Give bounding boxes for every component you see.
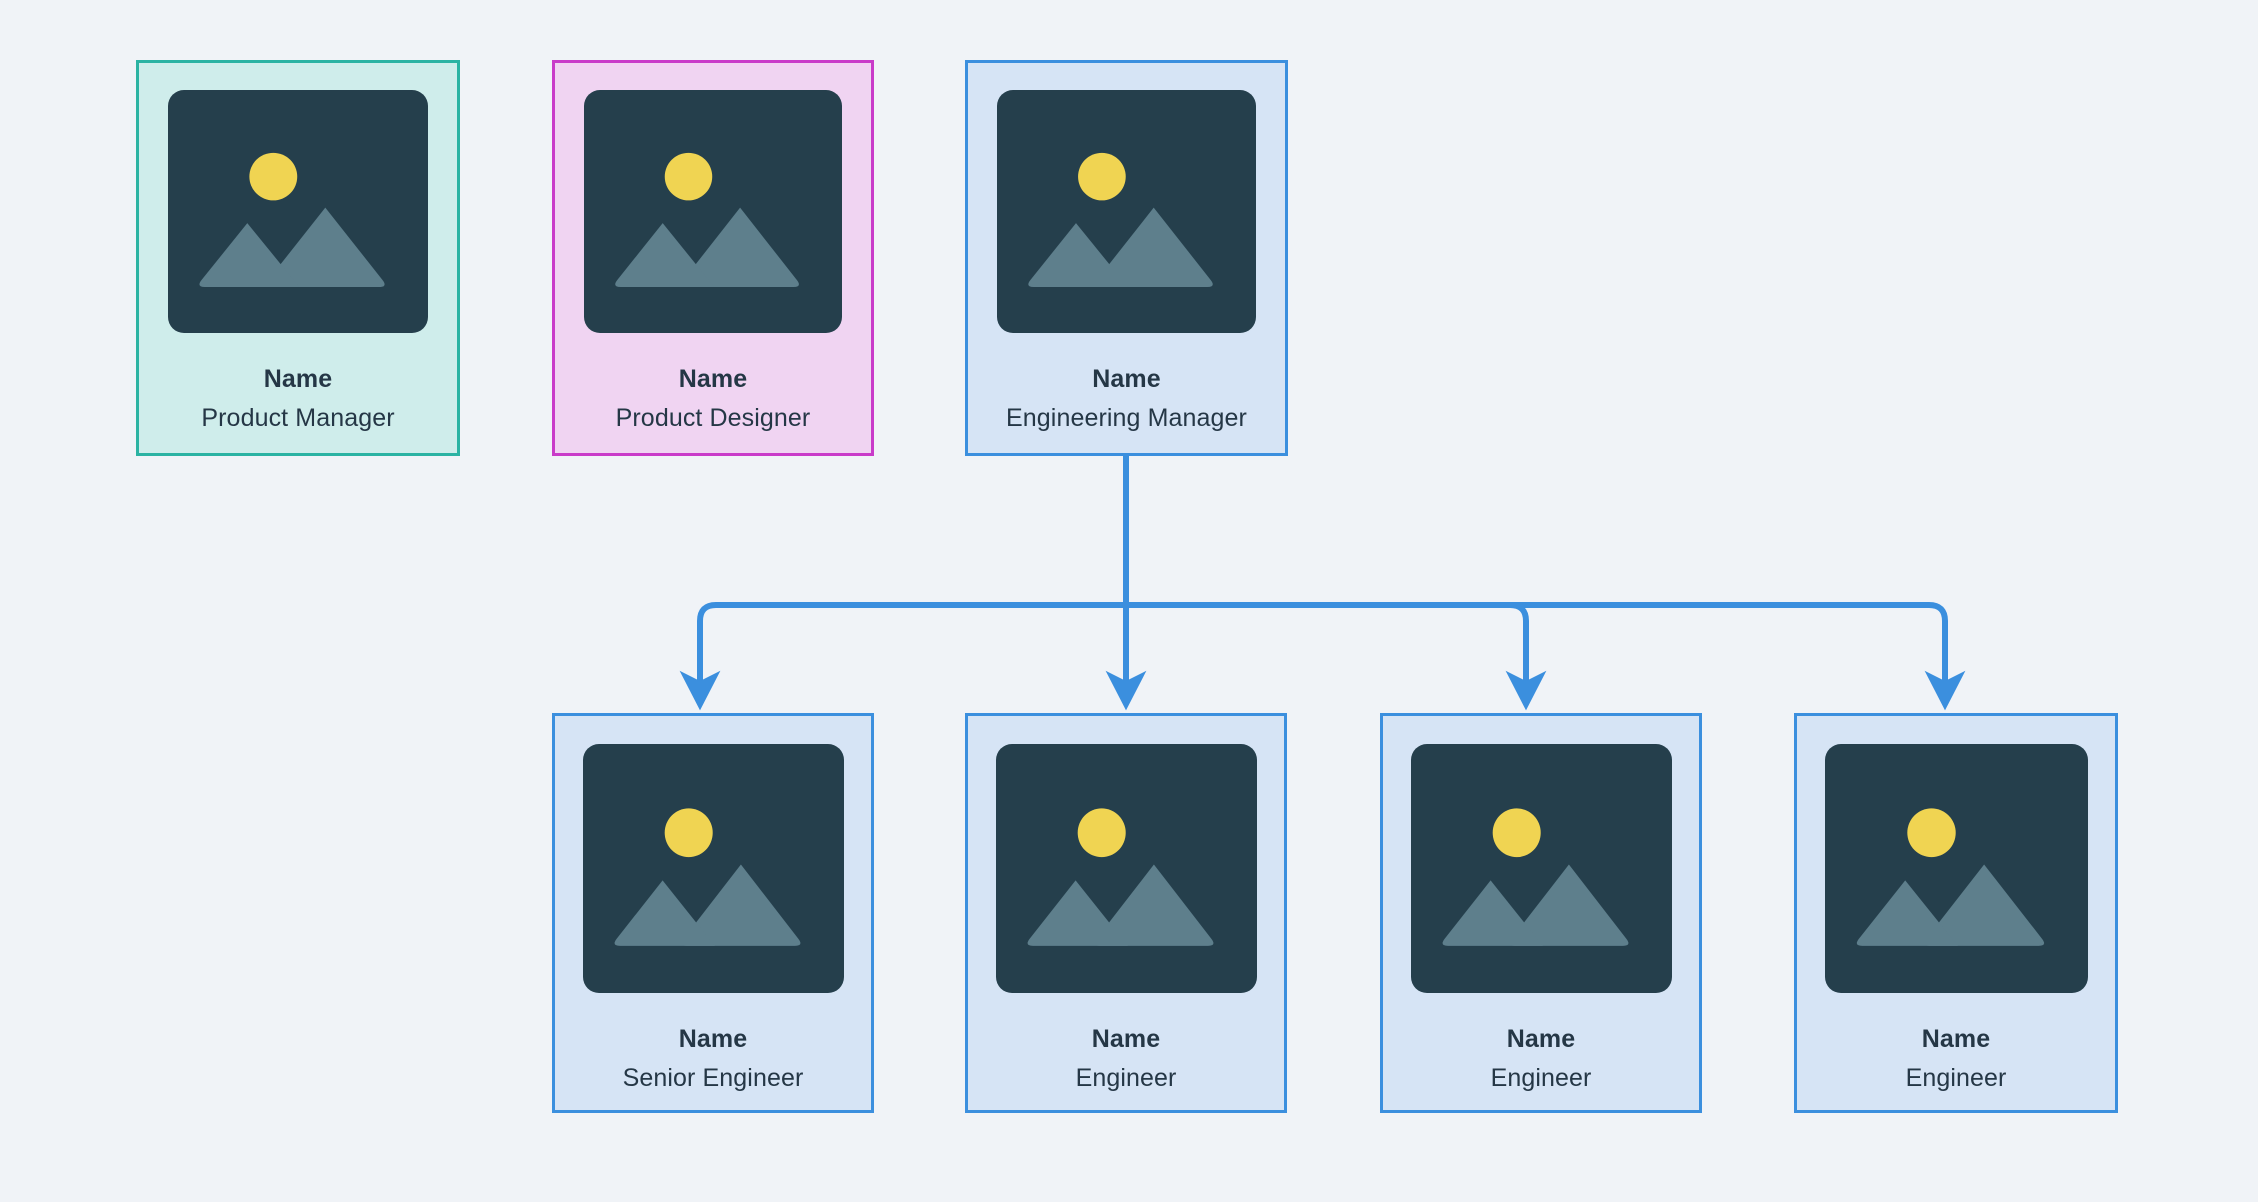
card-person-role: Senior Engineer bbox=[622, 1064, 804, 1092]
card-person-role: Engineer bbox=[1905, 1064, 2007, 1092]
card-person-role: Engineer bbox=[1075, 1064, 1177, 1092]
image-placeholder-icon bbox=[584, 90, 842, 333]
image-placeholder-icon bbox=[997, 90, 1256, 333]
edge-to-engineer-2 bbox=[1126, 602, 1547, 711]
card-person-name: Name bbox=[678, 365, 748, 393]
image-placeholder-icon bbox=[1410, 744, 1672, 993]
card-person-name: Name bbox=[263, 365, 333, 393]
card-person-name: Name bbox=[1092, 365, 1161, 393]
card-person-role: Product Manager bbox=[201, 404, 395, 432]
image-placeholder-icon bbox=[168, 90, 428, 333]
card-person-name: Name bbox=[1506, 1025, 1576, 1053]
card-person-name: Name bbox=[678, 1025, 748, 1053]
card-person-name: Name bbox=[1091, 1025, 1161, 1053]
edge-to-senior-engineer bbox=[679, 602, 1126, 711]
image-placeholder-icon bbox=[582, 744, 844, 993]
image-placeholder-icon bbox=[995, 744, 1257, 993]
card-person-role: Product Designer bbox=[615, 404, 811, 432]
image-placeholder-icon bbox=[1824, 744, 2088, 993]
edge-to-engineer-3 bbox=[1126, 602, 1966, 711]
card-person-role: Engineering Manager bbox=[1006, 404, 1247, 432]
card-person-name: Name bbox=[1921, 1025, 1991, 1053]
card-person-role: Engineer bbox=[1490, 1064, 1592, 1092]
